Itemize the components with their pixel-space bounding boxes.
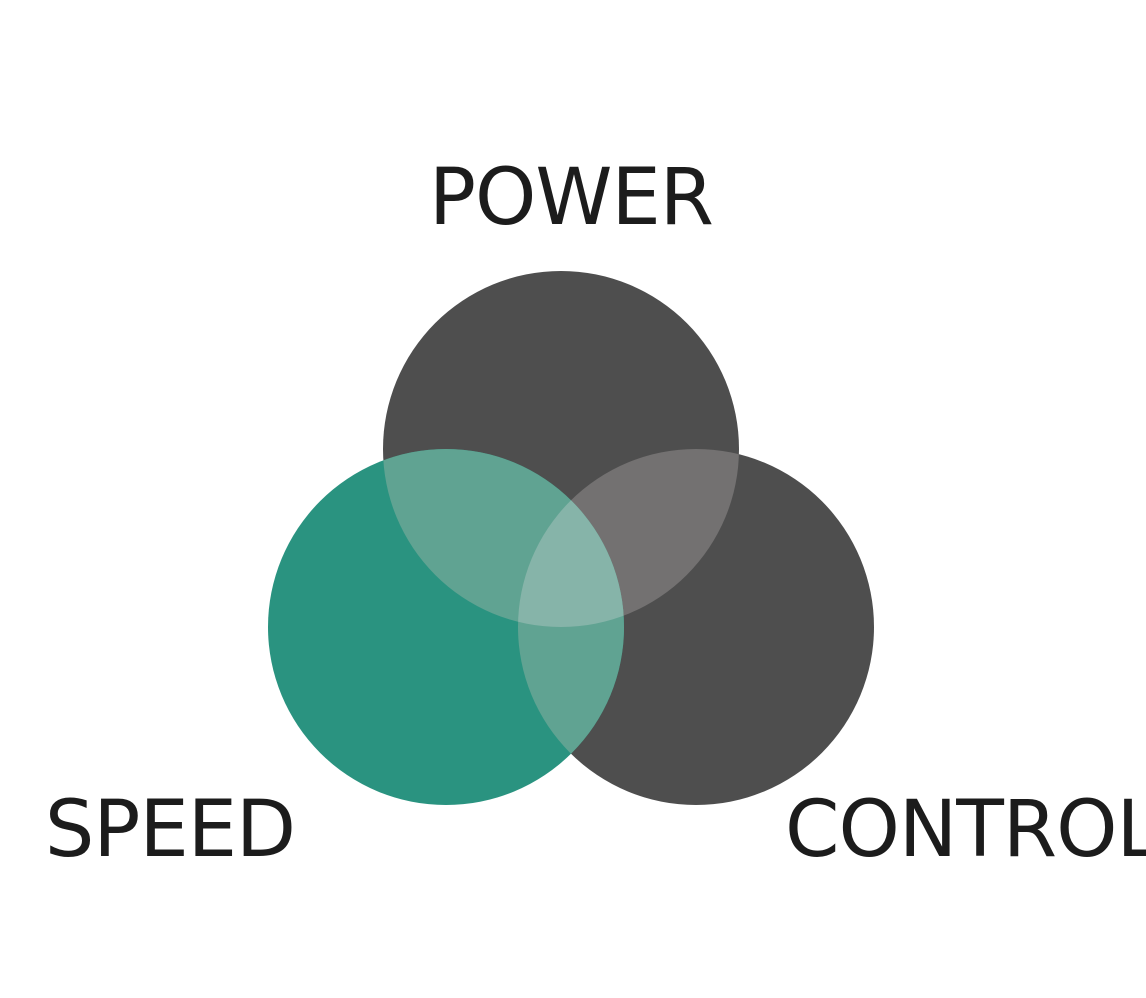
speed-label: SPEED	[45, 785, 295, 875]
power-control-overlap	[518, 449, 739, 627]
power-speed-overlap	[383, 449, 624, 627]
power-label: POWER	[429, 153, 713, 243]
control-label: CONTROL	[785, 785, 1146, 875]
